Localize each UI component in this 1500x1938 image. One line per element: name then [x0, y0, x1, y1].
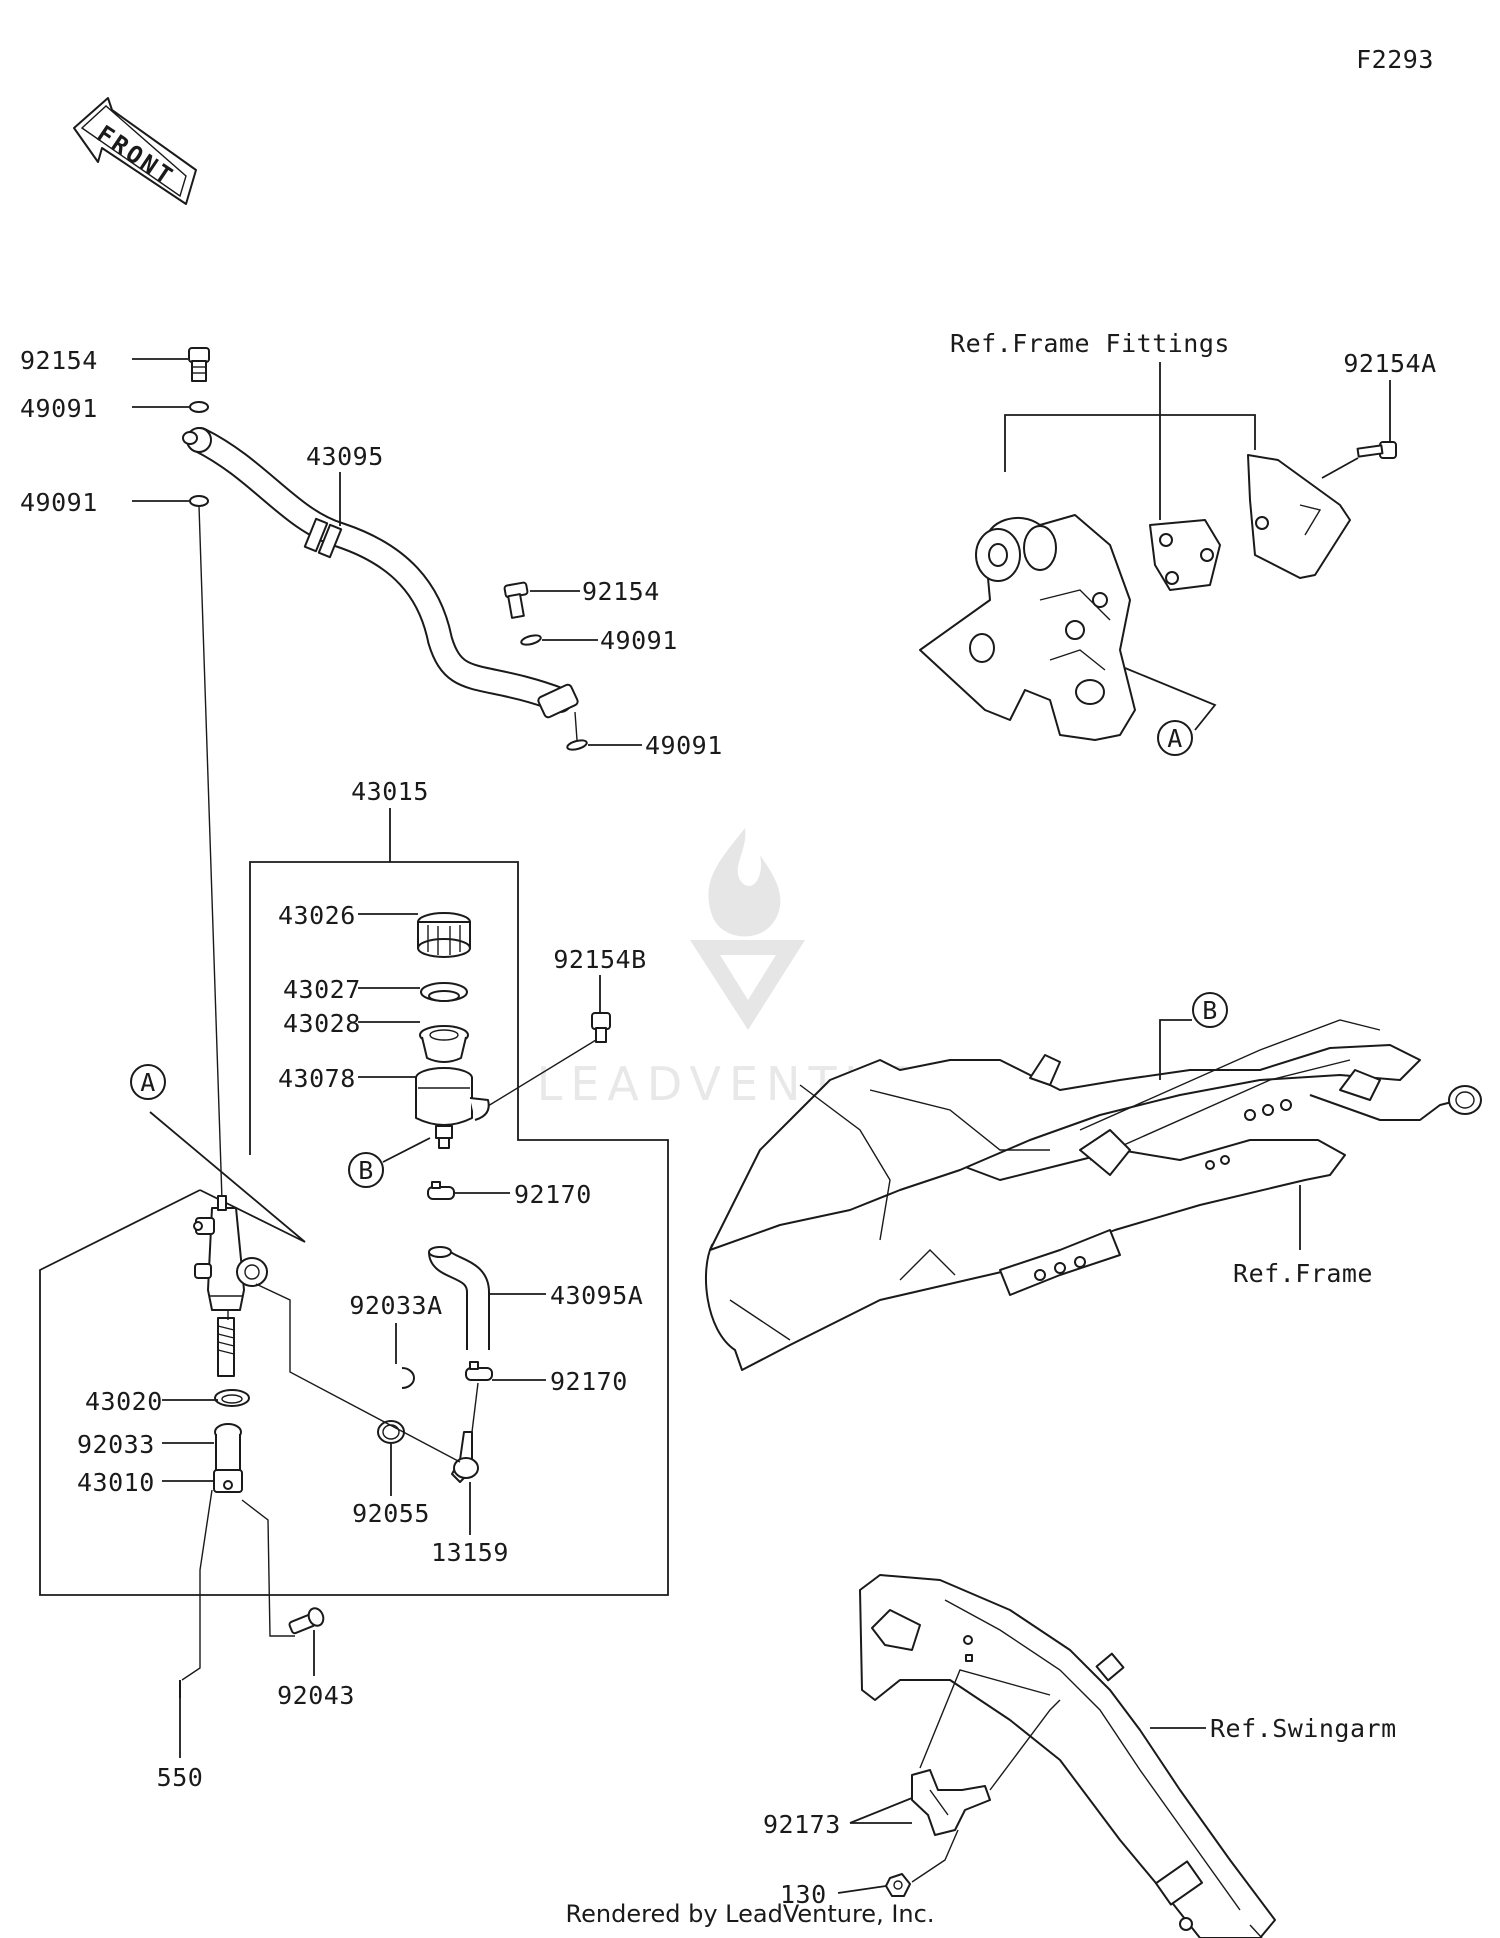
part-label-92154[interactable]: 92154 — [20, 346, 98, 375]
front-arrow-icon: FRONT — [73, 97, 197, 205]
part-label-49091-d[interactable]: 49091 — [645, 731, 723, 760]
part-label-92173[interactable]: 92173 — [763, 1810, 841, 1839]
part-label-92033[interactable]: 92033 — [77, 1430, 155, 1459]
part-label-92170-a[interactable]: 92170 — [514, 1180, 592, 1209]
part-label-43010[interactable]: 43010 — [77, 1468, 155, 1497]
part-label-130[interactable]: 130 — [780, 1880, 827, 1909]
part-label-43095[interactable]: 43095 — [306, 442, 384, 471]
part-label-92154B[interactable]: 92154B — [553, 945, 646, 974]
reservoir-assembly — [377, 912, 493, 1483]
marker-b-frame: B — [1202, 996, 1218, 1025]
bolt-130 — [885, 1873, 911, 1897]
part-label-49091-a[interactable]: 49091 — [20, 394, 98, 423]
part-label-43015[interactable]: 43015 — [351, 777, 429, 806]
part-label-92154A[interactable]: 92154A — [1343, 349, 1436, 378]
part-label-49091-c[interactable]: 49091 — [600, 626, 678, 655]
part-label-49091-b[interactable]: 49091 — [20, 488, 98, 517]
part-label-43078[interactable]: 43078 — [278, 1064, 356, 1093]
part-label-92043[interactable]: 92043 — [277, 1681, 355, 1710]
part-label-43028[interactable]: 43028 — [283, 1009, 361, 1038]
clip-92173 — [911, 1769, 991, 1836]
marker-a-master-cylinder: A — [140, 1068, 156, 1097]
brake-hose-assembly — [182, 347, 588, 751]
marker-a-frame: A — [1167, 724, 1183, 753]
part-label-550[interactable]: 550 — [157, 1763, 204, 1792]
frame-drawing — [704, 1019, 1482, 1371]
part-label-92055[interactable]: 92055 — [352, 1499, 430, 1528]
part-label-13159[interactable]: 13159 — [431, 1538, 509, 1567]
part-label-92033A[interactable]: 92033A — [349, 1291, 442, 1320]
ref-frame-label: Ref.Frame — [1233, 1259, 1373, 1288]
frame-fittings-bracket — [919, 441, 1397, 741]
part-label-43027[interactable]: 43027 — [283, 975, 361, 1004]
part-label-92170-b[interactable]: 92170 — [550, 1367, 628, 1396]
part-label-43020[interactable]: 43020 — [85, 1387, 163, 1416]
ref-frame-fittings-label: Ref.Frame Fittings — [950, 329, 1230, 358]
footer-text: Rendered by LeadVenture, Inc. — [565, 1900, 935, 1928]
part-label-43095A[interactable]: 43095A — [550, 1281, 643, 1310]
swingarm-drawing — [859, 1574, 1276, 1938]
pin-92043 — [288, 1607, 325, 1635]
diagram-code: F2293 — [1356, 45, 1434, 74]
bolt-92154B — [591, 1012, 611, 1043]
ref-swingarm-label: Ref.Swingarm — [1210, 1714, 1397, 1743]
master-cylinder — [193, 1195, 268, 1493]
part-label-92154-c[interactable]: 92154 — [582, 577, 660, 606]
marker-b-reservoir: B — [358, 1156, 374, 1185]
part-label-43026[interactable]: 43026 — [278, 901, 356, 930]
